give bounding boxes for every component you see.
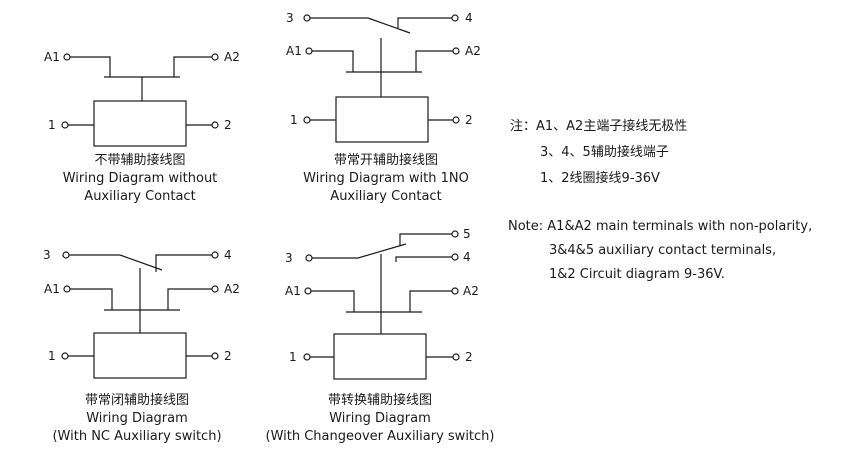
a1-lead (70, 288, 113, 310)
terminal-label-2: 2 (465, 113, 473, 127)
terminal-4 (451, 253, 459, 261)
diagram-without-aux: A1 A2 1 2 不带辅助接线图 Wiring Diagram without… (44, 50, 240, 204)
diagram-with-1no: 3 4 A1 A2 1 2 带常开辅助接线图 Wiring Diagram wi… (286, 11, 481, 204)
terminal-a1 (304, 287, 312, 295)
terminal-label-3: 3 (285, 251, 293, 265)
terminal-a1 (63, 285, 71, 293)
terminal-label-a1: A1 (44, 282, 60, 296)
terminal-label-a2: A2 (463, 284, 479, 298)
coil-box (333, 333, 427, 380)
caption-en-line-2: Auxiliary Contact (330, 189, 441, 204)
caption-cn: 带常闭辅助接线图 (85, 392, 189, 408)
nc-contact-blade (119, 254, 163, 271)
caption-en-line-1: Wiring Diagram without (63, 171, 218, 186)
terminal-label-3: 3 (286, 11, 294, 25)
a1-lead (312, 50, 354, 72)
terminal-label-2: 2 (224, 349, 232, 363)
terminal-a1 (63, 53, 71, 61)
terminal-1 (303, 116, 311, 124)
terminal-label-2: 2 (224, 118, 232, 132)
note-en-line-2: 3&4&5 auxiliary contact terminals, (549, 243, 776, 258)
notes: 注：A1、A2主端子接线无极性 3、4、5辅助接线端子 1、2线圈接线9-36V… (508, 118, 812, 282)
terminal-label-a2: A2 (224, 50, 240, 64)
a2-lead (167, 288, 212, 310)
a2-lead (173, 56, 212, 77)
changeover-blade (357, 243, 407, 259)
terminal-label-a2: A2 (224, 282, 240, 296)
terminal-label-1: 1 (289, 350, 297, 364)
a1-lead (311, 290, 355, 312)
terminal-2 (452, 116, 460, 124)
caption-cn: 带转换辅助接线图 (328, 392, 432, 408)
terminal-label-4: 4 (224, 248, 232, 262)
terminal-3 (305, 254, 313, 262)
note-en-line-1: Note: A1&A2 main terminals with non-pola… (508, 219, 812, 234)
terminal-4 (451, 14, 459, 22)
aux-lead-4 (155, 254, 212, 272)
note-cn-line-2: 3、4、5辅助接线端子 (540, 144, 669, 160)
terminal-a2 (211, 285, 219, 293)
terminal-label-4: 4 (465, 11, 473, 25)
caption-en-line-1: Wiring Diagram with 1NO (303, 171, 469, 186)
terminal-1 (61, 121, 69, 129)
terminal-a1 (305, 47, 313, 55)
terminal-label-1: 1 (48, 118, 56, 132)
caption-cn: 带常开辅助接线图 (334, 152, 438, 168)
terminal-a2 (451, 287, 459, 295)
diagram-with-changeover: 5 3 4 A1 A2 1 2 带转换辅助接线图 Wiring Diagram … (266, 227, 495, 444)
terminal-2 (211, 352, 219, 360)
terminal-a2 (452, 47, 460, 55)
coil-box (93, 100, 187, 147)
terminal-label-1: 1 (290, 113, 298, 127)
terminal-1 (303, 353, 311, 361)
caption-en-line-2: Auxiliary Contact (84, 189, 195, 204)
terminal-label-5: 5 (463, 227, 471, 241)
terminal-3 (303, 14, 311, 22)
diagram-with-nc: 3 4 A1 A2 1 2 带常闭辅助接线图 Wiring Diagram (W… (43, 248, 240, 444)
terminal-2 (452, 353, 460, 361)
aux-lead-4 (395, 256, 452, 262)
terminal-3 (62, 251, 70, 259)
terminal-label-1: 1 (48, 349, 56, 363)
a1-lead (70, 56, 111, 77)
a2-lead (415, 50, 453, 72)
coil-box (93, 332, 187, 379)
terminal-label-a1: A1 (285, 284, 301, 298)
caption-en-line-2: (With Changeover Auxiliary switch) (266, 429, 495, 444)
caption-cn: 不带辅助接线图 (94, 152, 185, 168)
terminal-5 (451, 230, 459, 238)
terminal-label-a2: A2 (465, 44, 481, 58)
terminal-2 (211, 121, 219, 129)
no-contact-blade (367, 17, 411, 34)
coil-box (335, 96, 429, 143)
aux-lead-4 (397, 17, 452, 28)
terminal-label-2: 2 (465, 350, 473, 364)
note-en-line-3: 1&2 Circuit diagram 9-36V. (549, 267, 725, 282)
caption-en-line-1: Wiring Diagram (329, 411, 431, 426)
note-cn-line-3: 1、2线圈接线9-36V (540, 170, 660, 186)
terminal-4 (211, 251, 219, 259)
caption-en-line-2: (With NC Auxiliary switch) (52, 429, 221, 444)
terminal-label-4: 4 (463, 250, 471, 264)
terminal-label-3: 3 (43, 248, 51, 262)
terminal-label-a1: A1 (286, 44, 302, 58)
caption-en-line-1: Wiring Diagram (86, 411, 188, 426)
terminal-label-a1: A1 (44, 50, 60, 64)
a2-lead (409, 290, 452, 312)
note-cn-line-1: 注：A1、A2主端子接线无极性 (510, 118, 687, 134)
aux-lead-5 (399, 233, 452, 246)
terminal-1 (61, 352, 69, 360)
terminal-a2 (211, 53, 219, 61)
